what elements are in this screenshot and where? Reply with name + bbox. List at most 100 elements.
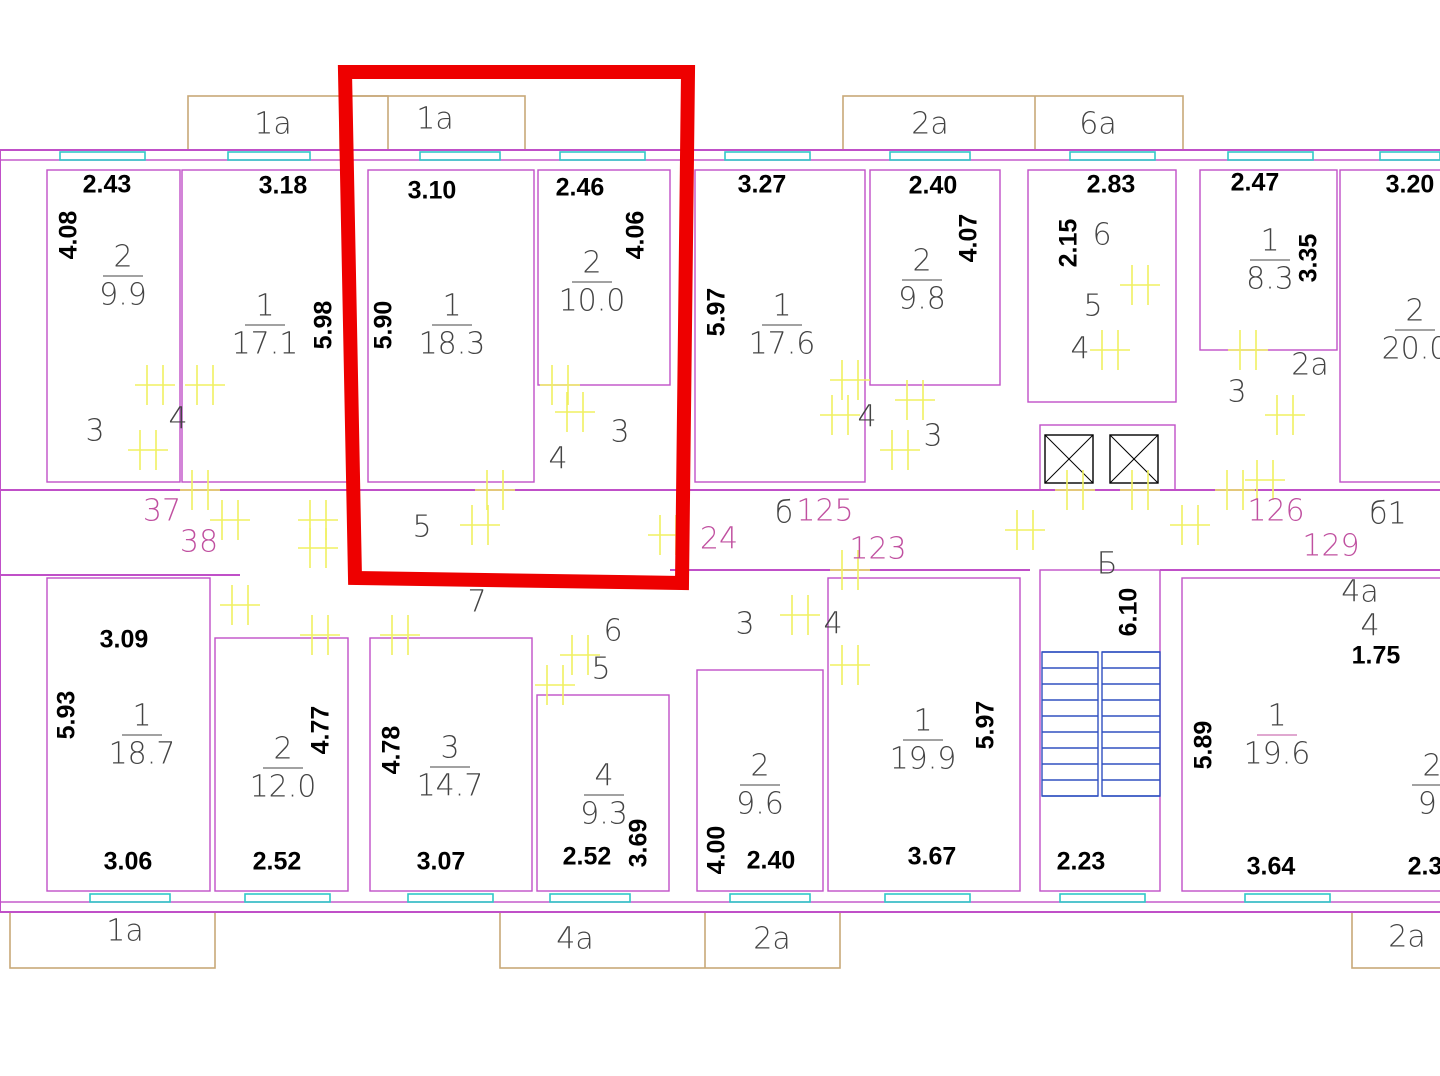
door-marker [180, 470, 220, 510]
dimension-label: 3.35 [1295, 234, 1323, 283]
dimension-label: 3.10 [408, 177, 457, 205]
room-number: 1 [913, 704, 932, 739]
room-area: 9.6 [736, 787, 784, 822]
dimension-label: 2.83 [1087, 171, 1136, 199]
door-marker [560, 635, 600, 675]
room-area: 17.1 [232, 327, 299, 362]
door-marker [1245, 460, 1285, 500]
door-marker [880, 430, 920, 470]
door-marker [1170, 505, 1210, 545]
staircase [1041, 651, 1161, 797]
door-marker [1265, 395, 1305, 435]
room-index: 5 [412, 510, 431, 545]
room-number: 2 [113, 240, 132, 275]
room-area: 20.0 [1382, 332, 1440, 367]
room-index: 3 [1227, 375, 1246, 410]
dimension-label: 1.75 [1352, 642, 1401, 670]
room-number: 4 [594, 759, 613, 794]
dimension-label: 2.3 [1408, 853, 1440, 881]
door-marker [830, 645, 870, 685]
door-marker [460, 505, 500, 545]
dimension-label: 2.40 [747, 847, 796, 875]
dimension-label: 2.52 [563, 843, 612, 871]
door-marker [298, 500, 338, 540]
room-index: 2а [1291, 348, 1328, 383]
room-number: 1 [1260, 224, 1279, 259]
apartment-number: 126 [1247, 494, 1304, 529]
room-area: 9.9 [99, 278, 147, 313]
door-marker [1005, 510, 1045, 550]
door-marker [555, 392, 595, 432]
dimension-label: 4.08 [55, 211, 83, 260]
room-index: 3 [923, 419, 942, 454]
dimension-label: 4.07 [955, 214, 983, 263]
door-marker [1120, 470, 1160, 510]
room-index: 5 [591, 652, 610, 687]
dimension-label: 3.07 [417, 848, 466, 876]
door-marker [1120, 265, 1160, 305]
dimension-label: 5.93 [53, 691, 81, 740]
room-index: 5 [1083, 289, 1102, 324]
room-area: 18.3 [419, 327, 486, 362]
door-marker [128, 430, 168, 470]
door-marker [210, 500, 250, 540]
apartment-number: 125 [796, 494, 853, 529]
room-index: 4 [823, 607, 842, 642]
room-index: б [775, 496, 793, 531]
room-number: 1 [442, 289, 461, 324]
room-index: Б [1097, 547, 1118, 582]
highlighted-apartment-outline [337, 65, 696, 591]
door-marker [780, 595, 820, 635]
dimension-label: 3.64 [1247, 853, 1296, 881]
room-index: 4 [1070, 332, 1089, 367]
room-area: 19.9 [890, 742, 957, 777]
door-marker [830, 360, 870, 400]
dimension-label: 4.06 [622, 211, 650, 260]
room-index: б1 [1369, 497, 1406, 532]
balcony-label: 4а [556, 922, 593, 957]
room-number: 1 [132, 699, 151, 734]
door-marker [820, 395, 860, 435]
dimension-label: 5.98 [310, 301, 338, 350]
door-marker [298, 528, 338, 568]
room-area: 17.6 [749, 327, 816, 362]
dimension-label: 5.97 [972, 701, 1000, 750]
dimension-label: 3.69 [625, 819, 653, 868]
door-marker [380, 615, 420, 655]
door-marker [220, 585, 260, 625]
room-index: 4 [548, 442, 567, 477]
room-index: 4 [1360, 609, 1379, 644]
dimension-label: 3.06 [104, 848, 153, 876]
room-index: 6 [1092, 218, 1111, 253]
dimension-label: 2.40 [909, 172, 958, 200]
balcony-label: 2а [753, 922, 790, 957]
dimension-label: 3.67 [908, 843, 957, 871]
door-marker [1090, 330, 1130, 370]
dimension-label: 2.15 [1055, 219, 1083, 268]
balcony-label: 6а [1079, 107, 1116, 142]
dimension-label: 2.52 [253, 848, 302, 876]
balcony-label: 2а [911, 107, 948, 142]
dimension-label: 5.90 [370, 301, 398, 350]
windows [59, 151, 1440, 903]
door-marker [540, 365, 580, 405]
room-index: 4а [1341, 575, 1378, 610]
dimension-label: 5.97 [703, 288, 731, 337]
door-marker [300, 615, 340, 655]
apartment-number: 37 [143, 494, 181, 529]
room-area: 8.3 [1246, 262, 1294, 297]
room-index: 6 [603, 614, 622, 649]
elevators [1044, 434, 1159, 484]
dimension-label: 4.78 [378, 726, 406, 775]
balcony-label: 1а [254, 107, 291, 142]
dimension-label: 3.09 [100, 626, 149, 654]
dimension-label: 2.46 [556, 174, 605, 202]
room-number: 1 [255, 289, 274, 324]
apartment-number: 123 [849, 532, 906, 567]
door-marker [895, 380, 935, 420]
door-swings [128, 265, 1305, 705]
dimension-label: 3.18 [259, 172, 308, 200]
dimension-label: 2.23 [1057, 848, 1106, 876]
room-area: 12.0 [250, 770, 317, 805]
